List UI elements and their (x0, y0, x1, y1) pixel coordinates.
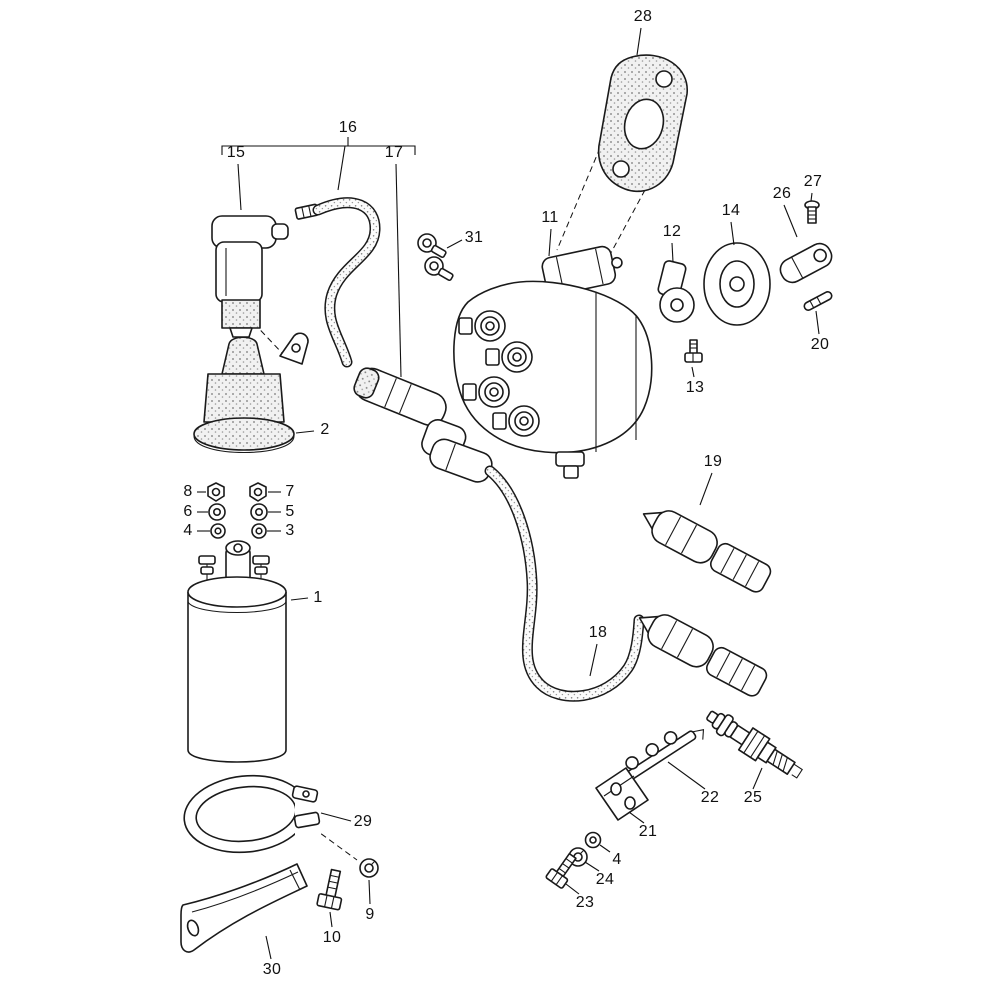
spark-plug-25 (706, 710, 803, 779)
nut-8 (207, 482, 225, 502)
protective-cap-2 (193, 332, 309, 454)
plug-wire-18 (484, 465, 645, 702)
connector-sleeve-26 (779, 242, 833, 284)
distributor-towers (458, 310, 540, 437)
washer-4 (210, 523, 226, 539)
washer-5 (250, 503, 268, 521)
elbow-boot-18 (421, 419, 493, 483)
plug-wire-16 (294, 197, 381, 368)
screw-27 (804, 200, 820, 224)
bolt-10 (316, 868, 343, 911)
bracket-21 (595, 767, 649, 821)
clamp-29 (183, 774, 321, 854)
leader-lines (197, 27, 820, 960)
washer-6 (208, 503, 226, 521)
plug-connector-upper-19 (642, 510, 772, 593)
washer-3 (251, 523, 267, 539)
spark-plug-connector-15 (211, 215, 289, 338)
ignition-coil-1 (187, 540, 287, 763)
hardware-nuts-washers (207, 482, 268, 539)
plug-connector-lower-19 (638, 614, 768, 697)
washer-4b (584, 831, 602, 849)
lock-washer-9 (359, 858, 379, 878)
screw-13 (684, 339, 703, 363)
pin-20 (803, 291, 833, 311)
connector-boot-17 (353, 367, 447, 427)
bracket-strap-30 (180, 863, 308, 953)
gasket-28 (597, 54, 688, 193)
screw-23 (545, 852, 577, 889)
rotor-12 (657, 260, 695, 323)
distributor-11 (453, 245, 653, 479)
clip-rail-22 (618, 728, 705, 786)
nut-7 (249, 482, 267, 502)
cable-clips-31 (417, 233, 454, 282)
dust-cover-14 (703, 242, 771, 326)
